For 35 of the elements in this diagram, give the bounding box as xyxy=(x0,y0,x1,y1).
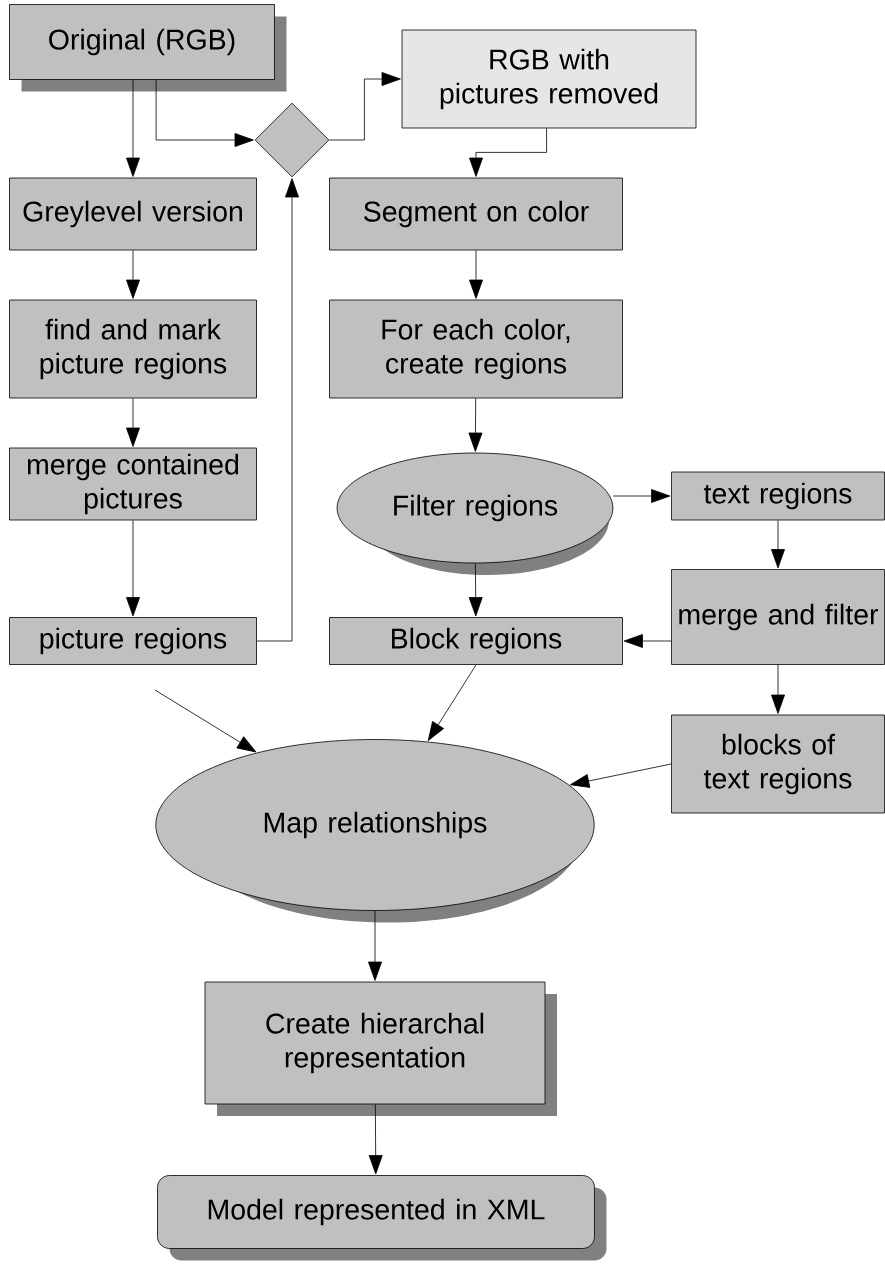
process-box: merge contained pictures xyxy=(9,447,257,521)
rounded-box: Model represented in XML xyxy=(157,1175,607,1261)
process-box: merge and filter xyxy=(671,569,885,665)
arrow xyxy=(623,634,672,648)
arrow xyxy=(126,520,140,617)
process-box: find and mark picture regions xyxy=(9,299,257,399)
arrow xyxy=(468,563,483,617)
process-box: blocks of text regions xyxy=(671,714,885,814)
arrow xyxy=(612,489,671,503)
process-box: Block regions xyxy=(329,617,623,665)
process-box: Original (RGB) xyxy=(9,4,287,92)
arrow xyxy=(126,79,140,177)
process-box: RGB with pictures removed xyxy=(401,29,697,129)
process-box: Greylevel version xyxy=(9,177,257,251)
process-box: Segment on color xyxy=(329,177,623,251)
arrow xyxy=(771,520,785,569)
arrow xyxy=(468,398,483,452)
arrow xyxy=(771,664,785,714)
arrow xyxy=(126,250,140,299)
arrow xyxy=(427,664,477,741)
process-box: Create hierarchal representation xyxy=(204,981,557,1116)
arrow xyxy=(469,250,483,299)
arrow xyxy=(329,72,401,141)
process-box: text regions xyxy=(671,471,885,521)
decision-diamond xyxy=(254,102,330,178)
arrow xyxy=(256,178,299,642)
arrow xyxy=(154,689,257,753)
arrow xyxy=(570,763,672,788)
process-box: For each color, create regions xyxy=(329,299,623,399)
arrow xyxy=(155,79,254,147)
arrow xyxy=(126,398,140,447)
process-box: picture regions xyxy=(9,617,257,665)
arrow xyxy=(368,910,382,981)
arrow xyxy=(368,1104,383,1175)
arrow xyxy=(469,128,547,177)
